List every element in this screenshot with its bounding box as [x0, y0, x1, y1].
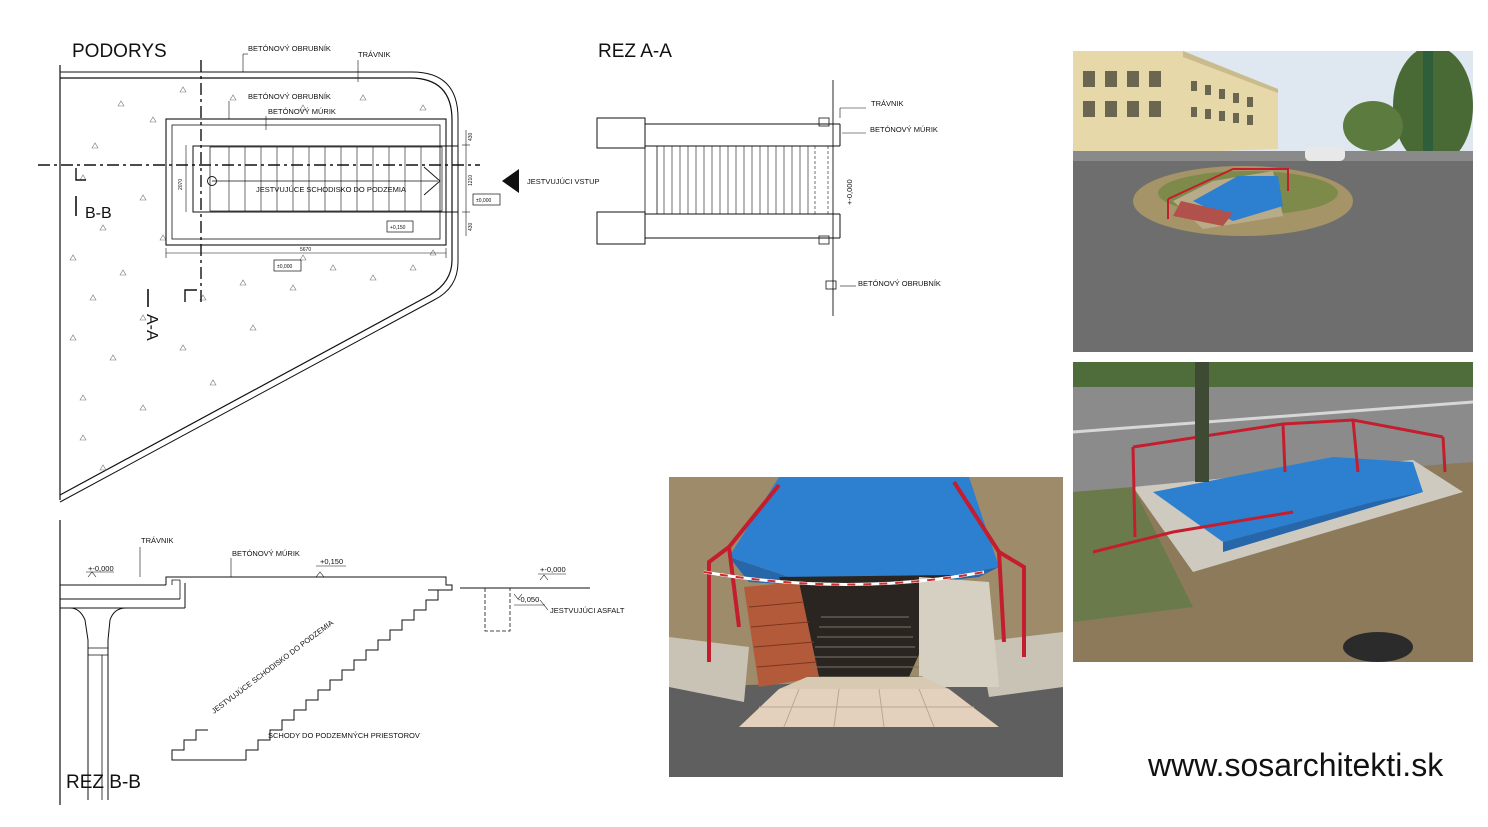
website-url[interactable]: www.sosarchitekti.sk: [1148, 747, 1444, 783]
section-bb-drawing: [59, 520, 590, 805]
paving-hatch: [69, 86, 437, 471]
plan-section-bb-label: B-B: [85, 205, 112, 222]
aa-level-label: +-0,000: [845, 179, 854, 205]
plan-drawing: [38, 53, 501, 503]
plan-obrubnik-top-label: BETÓNOVÝ OBRUBNÍK: [248, 44, 331, 53]
bb-asfalt-label: JESTVUJÚCI ASFALT: [550, 606, 625, 615]
section-aa-title: REZ A-A: [598, 41, 672, 62]
aa-travnik-label: TRÁVNIK: [871, 99, 904, 108]
photo-street-view: [1073, 51, 1473, 352]
plan-title: PODORYS: [72, 41, 167, 62]
plan-dim-width: 5670: [300, 247, 311, 253]
plan-stairs-label: JESTVUJÚCE SCHODISKO DO PODZEMIA: [256, 185, 406, 194]
plan-dim-c: 430: [468, 222, 474, 231]
bb-stairs-below-label: SCHODY DO PODZEMNÝCH PRIESTOROV: [268, 731, 420, 740]
bb-stairs-label: JESTVUJÚCE SCHODISKO DO PODZEMIA: [210, 618, 335, 715]
bb-travnik-label: TRÁVNIK: [141, 536, 174, 545]
plan-obrubnik-inner-label: BETÓNOVÝ OBRUBNÍK: [248, 92, 331, 101]
section-aa-drawing: [596, 80, 866, 316]
bb-level-asphalt: -0,050: [518, 595, 539, 604]
plan-level-entry: ±0,000: [476, 198, 491, 204]
aa-murik-label: BETÓNOVÝ MÚRIK: [870, 125, 938, 134]
section-bb-title: REZ B-B: [66, 772, 141, 793]
plan-dim-depth: 2070: [178, 179, 184, 190]
plan-entrance-label: JESTVUJÚCI VSTUP: [527, 177, 600, 186]
aa-obrubnik-label: BETÓNOVÝ OBRUBNÍK: [858, 279, 941, 288]
bb-level-left: +-0,000: [88, 564, 114, 573]
bb-murik-label: BETÓNOVÝ MÚRIK: [232, 549, 300, 558]
entrance-arrow-icon: [502, 169, 519, 193]
photo-stairs-down: [669, 477, 1063, 777]
plan-dim-b: 1210: [468, 175, 474, 186]
photo-railing-tarp: [1073, 362, 1473, 662]
plan-travnik-label: TRÁVNIK: [358, 50, 391, 59]
plan-level-wall: +0,150: [390, 225, 406, 231]
aa-stair-treads: [663, 146, 809, 214]
plan-level-ground: ±0,000: [277, 264, 292, 270]
bb-level-wall: +0,150: [320, 557, 343, 566]
plan-dim-a: 430: [468, 132, 474, 141]
plan-section-aa-label: A-A: [143, 314, 160, 341]
plan-stair-treads: [228, 147, 422, 211]
plan-murik-label: BETÓNOVÝ MÚRIK: [268, 107, 336, 116]
bb-level-right: +-0,000: [540, 565, 566, 574]
